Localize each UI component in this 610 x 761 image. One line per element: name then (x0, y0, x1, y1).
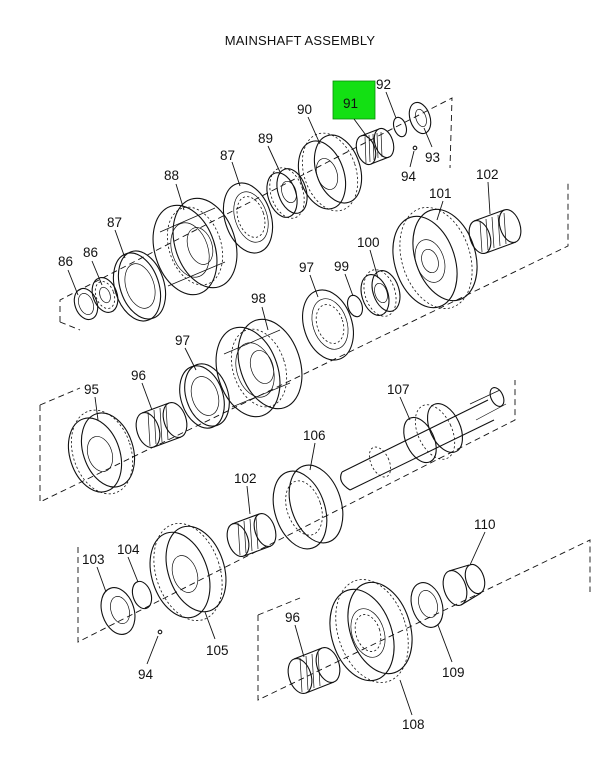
assembly-boundaries (39, 97, 591, 701)
part-95-gear[interactable] (59, 402, 143, 502)
part-96-needle-bearing[interactable] (132, 399, 191, 450)
part-94-lower-pin[interactable] (157, 629, 163, 635)
part-100-clutch-gear[interactable] (356, 266, 405, 321)
callout-99[interactable]: 99 (334, 259, 349, 274)
callout-103[interactable]: 103 (82, 552, 105, 567)
part-96-lower-needle-bearing[interactable] (284, 644, 344, 696)
callout-97-upper[interactable]: 97 (299, 260, 314, 275)
callout-110[interactable]: 110 (474, 517, 496, 532)
callout-91-highlight[interactable] (332, 80, 376, 120)
callout-labels: 91 92 93 94 90 89 87 88 87 86 86 101 102… (58, 77, 499, 732)
callout-102-upper[interactable]: 102 (476, 167, 499, 182)
part-101-gear[interactable] (382, 198, 488, 318)
callout-96-upper[interactable]: 96 (131, 368, 146, 383)
part-90-gear[interactable] (290, 126, 369, 218)
callout-97-lower[interactable]: 97 (175, 333, 190, 348)
part-102-lower-bearing[interactable] (223, 511, 280, 560)
callout-107[interactable]: 107 (387, 382, 410, 397)
leader-lines (67, 91, 491, 716)
part-88-synchronizer-assembly[interactable] (142, 190, 247, 303)
diagram-title: MAINSHAFT ASSEMBLY (224, 33, 376, 48)
callout-86-left[interactable]: 86 (58, 254, 73, 269)
callout-106[interactable]: 106 (303, 428, 326, 443)
part-105-gear[interactable] (140, 515, 236, 630)
part-102-upper-bearing[interactable] (465, 207, 525, 257)
callout-95[interactable]: 95 (84, 382, 99, 397)
callout-108[interactable]: 108 (402, 717, 425, 732)
callout-87-lower[interactable]: 87 (107, 215, 122, 230)
callout-109[interactable]: 109 (442, 665, 465, 680)
part-87-synchronizer-ring[interactable] (105, 245, 173, 327)
part-106-sliding-clutch[interactable] (264, 458, 352, 556)
part-87-upper-ring[interactable] (215, 177, 281, 260)
callout-100[interactable]: 100 (357, 235, 380, 250)
part-89-clutch-gear[interactable] (262, 163, 313, 222)
callout-104[interactable]: 104 (117, 542, 140, 557)
part-99-snap-ring[interactable] (345, 293, 365, 318)
part-97-upper-synchronizer-ring[interactable] (294, 283, 362, 366)
callout-94-lower[interactable]: 94 (138, 667, 154, 682)
part-103-thrust-washer[interactable] (95, 583, 140, 639)
part-91-needle-bearing[interactable] (353, 126, 397, 167)
callout-92[interactable]: 92 (376, 77, 391, 92)
callout-105[interactable]: 105 (206, 643, 229, 658)
part-109-thrust-washer[interactable] (406, 578, 449, 631)
callout-86-right[interactable]: 86 (83, 245, 98, 260)
part-98-synchronizer-assembly[interactable] (205, 311, 312, 425)
callout-88[interactable]: 88 (164, 168, 179, 183)
callout-101[interactable]: 101 (429, 186, 452, 201)
callout-90[interactable]: 90 (297, 102, 312, 117)
part-110-bearing-cone[interactable] (439, 562, 488, 609)
callout-89[interactable]: 89 (258, 131, 273, 146)
callout-98[interactable]: 98 (251, 291, 266, 306)
callout-87-upper[interactable]: 87 (220, 148, 235, 163)
part-108-gear[interactable] (319, 570, 423, 692)
part-86-snap-ring[interactable] (70, 285, 102, 323)
part-92-snap-ring[interactable] (391, 116, 409, 139)
part-107-mainshaft[interactable] (340, 385, 507, 491)
callout-91[interactable]: 91 (343, 96, 358, 111)
callout-96-lower[interactable]: 96 (285, 610, 300, 625)
part-94-pin[interactable] (412, 145, 418, 151)
part-86-bearing[interactable] (88, 274, 123, 316)
callout-94-upper[interactable]: 94 (401, 169, 417, 184)
part-93-thrust-washer[interactable] (406, 100, 435, 137)
callout-102-lower[interactable]: 102 (234, 471, 257, 486)
part-97-lower-synchronizer-ring[interactable] (172, 358, 237, 434)
callout-93[interactable]: 93 (425, 150, 440, 165)
